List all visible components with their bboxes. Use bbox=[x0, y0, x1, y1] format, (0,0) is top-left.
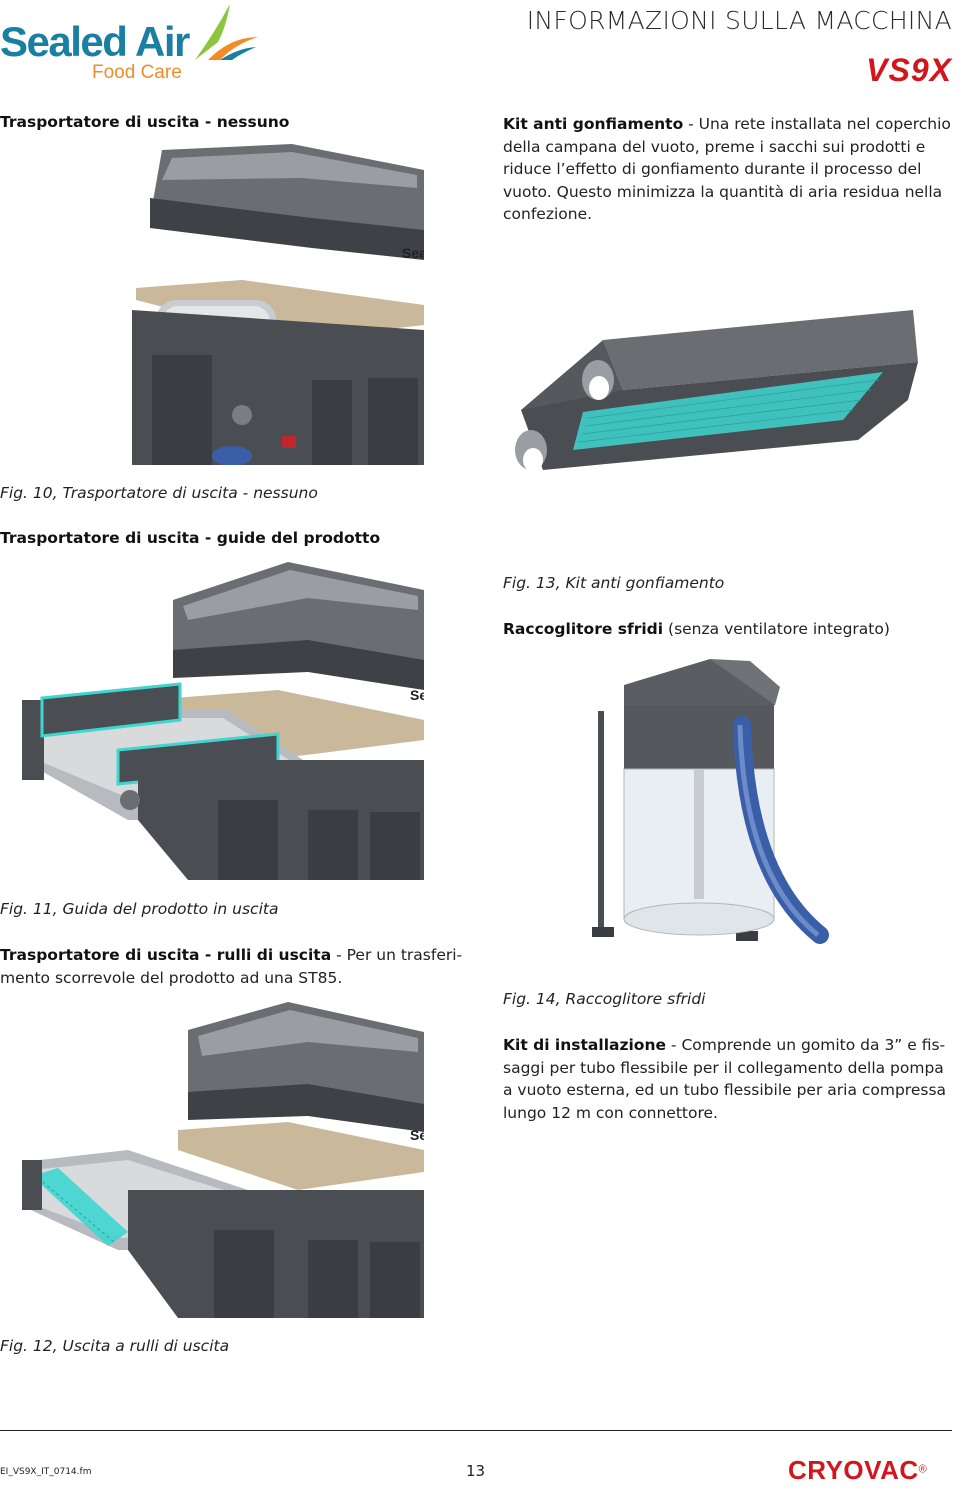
footer-filename: EI_VS9X_IT_0714.fm bbox=[0, 1467, 92, 1477]
anti-inflation-line-5: confezione. bbox=[503, 205, 593, 223]
figure-10-illustration: Sea bbox=[132, 140, 424, 465]
logo-swoosh-icon bbox=[195, 4, 258, 60]
section-heading-product-guides: Trasportatore di uscita - guide del prod… bbox=[0, 529, 381, 547]
figure-12-illustration: Sea bbox=[18, 1000, 424, 1318]
section-heading-no-conveyor: Trasportatore di uscita - nessuno bbox=[0, 113, 290, 131]
exit-rollers-description: Trasportatore di uscita - rulli di uscit… bbox=[0, 944, 470, 989]
installation-kit-line-4: lungo 12 m con connettore. bbox=[503, 1103, 718, 1122]
anti-inflation-line-1: Kit anti gonfiamento - Una rete installa… bbox=[503, 113, 953, 136]
installation-kit-heading: Kit di installazione bbox=[503, 1036, 666, 1054]
exit-rollers-line-2: mento scorrevole del prodotto ad una ST8… bbox=[0, 968, 343, 987]
exit-rollers-line-1: Trasportatore di uscita - rulli di uscit… bbox=[0, 944, 470, 967]
cryovac-logo: CRYOVAC® bbox=[788, 1455, 954, 1489]
logo-sub-text: Food Care bbox=[92, 62, 182, 83]
svg-text:Sea: Sea bbox=[410, 1127, 424, 1143]
logo-main-text: Sealed Air bbox=[0, 18, 190, 65]
figure-14-caption: Fig. 14, Raccoglitore sfridi bbox=[503, 990, 706, 1008]
anti-inflation-line-4: vuoto. Questo minimizza la quantità di a… bbox=[503, 182, 943, 201]
anti-inflation-line-3: riduce l’effetto di gonfiamento durante … bbox=[503, 160, 922, 178]
svg-text:Se: Se bbox=[410, 687, 424, 703]
registered-mark: ® bbox=[918, 1463, 927, 1476]
scrap-collector-subtitle: (senza ventilatore integrato) bbox=[663, 620, 890, 638]
installation-kit-line-3: a vuoto esterna, ed un tubo flessibile p… bbox=[503, 1081, 947, 1099]
section-title: INFORMAZIONI SULLA MACCHINA bbox=[526, 6, 952, 35]
installation-kit-text-1: - Comprende un gomito da 3” e fis- bbox=[666, 1036, 946, 1054]
svg-text:Sea: Sea bbox=[402, 245, 424, 261]
figure-12-caption: Fig. 12, Uscita a rulli di uscita bbox=[0, 1337, 230, 1355]
installation-kit-line-2: saggi per tubo flessibile per il collega… bbox=[503, 1058, 944, 1077]
exit-rollers-heading: Trasportatore di uscita - rulli di uscit… bbox=[0, 946, 332, 964]
exit-rollers-text-1: - Per un trasferi- bbox=[331, 946, 463, 964]
installation-kit-description: Kit di installazione - Comprende un gomi… bbox=[503, 1034, 959, 1124]
footer-divider bbox=[0, 1430, 952, 1431]
figure-13-caption: Fig. 13, Kit anti gonfiamento bbox=[503, 574, 725, 592]
figure-11-caption: Fig. 11, Guida del prodotto in uscita bbox=[0, 900, 279, 918]
anti-inflation-heading: Kit anti gonfiamento bbox=[503, 115, 684, 133]
scrap-collector-heading: Raccoglitore sfridi bbox=[503, 620, 664, 638]
anti-inflation-kit-description: Kit anti gonfiamento - Una rete installa… bbox=[503, 113, 953, 226]
page-number: 13 bbox=[466, 1462, 486, 1480]
company-logo: Sealed Air Food Care bbox=[0, 0, 260, 90]
figure-10-caption: Fig. 10, Trasportatore di uscita - nessu… bbox=[0, 484, 318, 502]
figure-13-illustration bbox=[503, 300, 923, 490]
figure-14-illustration bbox=[590, 655, 840, 965]
cryovac-brand: CRYOVAC bbox=[788, 1455, 919, 1485]
figure-11-illustration: Se bbox=[18, 560, 424, 880]
model-name: VS9X bbox=[866, 52, 952, 88]
installation-kit-line-1: Kit di installazione - Comprende un gomi… bbox=[503, 1034, 959, 1057]
scrap-collector-heading-line: Raccoglitore sfridi (senza ventilatore i… bbox=[503, 618, 953, 641]
anti-inflation-line-2: della campana del vuoto, preme i sacchi … bbox=[503, 137, 926, 156]
anti-inflation-text-1: - Una rete installata nel coperchio bbox=[683, 115, 951, 133]
